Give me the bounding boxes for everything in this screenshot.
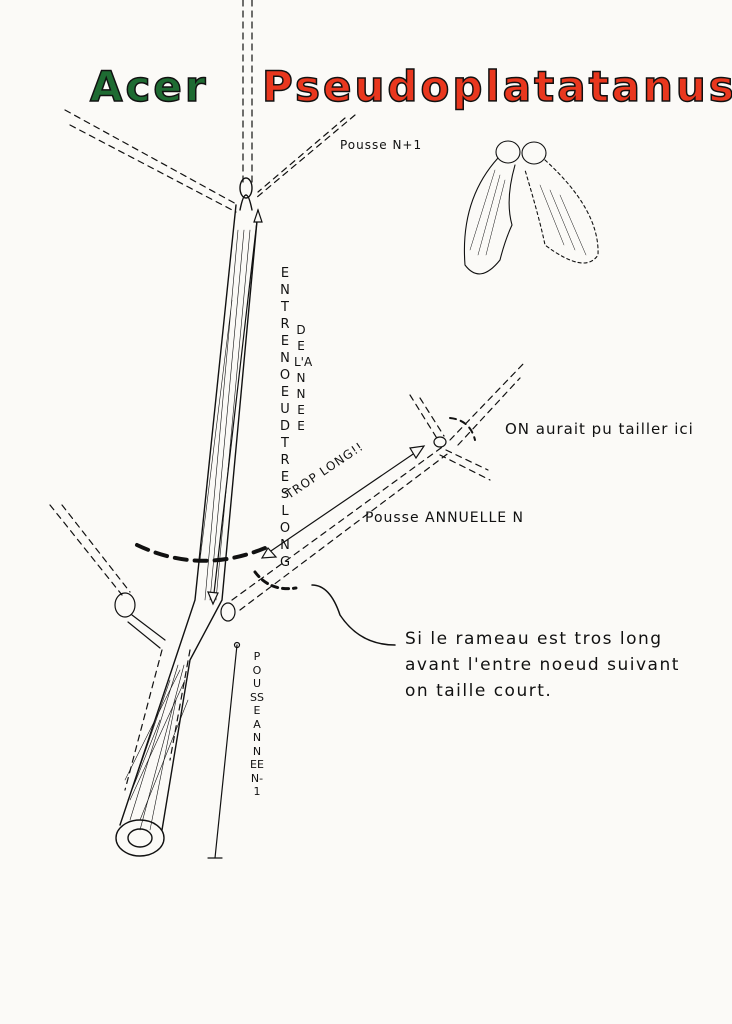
note-line: avant l'entre noeud suivant — [405, 655, 680, 675]
samara-seed-drawing — [463, 140, 599, 275]
measure-arrows — [207, 208, 426, 859]
title-species: Pseudoplatatanus — [261, 61, 732, 112]
guide-dashed-lines — [49, 0, 526, 791]
label-shoot-next: Pousse N+1 — [340, 138, 423, 152]
trunk — [115, 177, 259, 857]
title-genus: Acer — [89, 61, 209, 112]
label-could-prune-here: ON aurait pu tailler ici — [505, 420, 694, 438]
prune-cut-line — [135, 417, 476, 591]
note-line: on taille court. — [405, 681, 553, 701]
label-shoot-previous: POUSSEANNEEN-1 — [250, 650, 264, 798]
label-annual-shoot: Pousse ANNUELLE N — [365, 510, 525, 526]
leader-line — [311, 584, 396, 646]
label-internode-long: ENTRENOEUDTRESLONG — [279, 266, 291, 570]
side-bud — [114, 436, 447, 649]
pruning-note: Si le rameau est tros long avant l'entre… — [405, 626, 680, 704]
note-line: Si le rameau est tros long — [405, 629, 663, 649]
label-of-year: DEL'ANNEE — [294, 323, 313, 433]
trunk-hatching — [124, 229, 251, 831]
